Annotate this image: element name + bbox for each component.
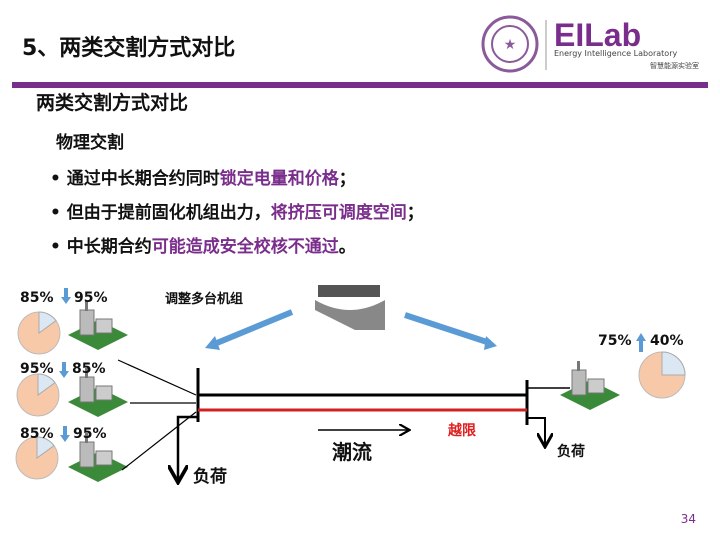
svg-text:★: ★: [504, 37, 517, 53]
down-arrow-icon: [64, 288, 68, 298]
slide-title: 5、两类交割方式对比: [22, 36, 236, 61]
logo-subtitle-en: Energy Intelligence Laboratory: [554, 49, 678, 58]
unit1-new-pct: 95%: [74, 290, 108, 306]
load-arrow-right: [527, 417, 545, 445]
right-unit-old-pct: 75%: [598, 333, 632, 349]
bullet-item: • 通过中长期合约同时锁定电量和价格；: [50, 169, 356, 189]
unit1-old-pct: 85%: [20, 290, 54, 306]
flow-label: 潮流: [332, 440, 372, 464]
unit-spare-slice: [36, 436, 55, 459]
adjust-units-label: 调整多台机组: [165, 292, 244, 307]
over-limit-label: 越限: [448, 423, 476, 439]
load-label-left: 负荷: [193, 467, 227, 487]
logo: ★ EILab Energy Intelligence Laboratory 智…: [478, 14, 708, 74]
logo-subtitle-cn: 智慧能源实验室: [650, 62, 699, 70]
unit-spare-slice: [661, 351, 686, 376]
power-plant-icon: [67, 300, 129, 351]
unit2-old-pct: 95%: [20, 361, 54, 377]
unit3-old-pct: 85%: [20, 426, 54, 442]
unit3-new-pct: 95%: [73, 426, 107, 442]
subtitle: 两类交割方式对比: [36, 92, 189, 114]
title-divider: [12, 82, 708, 88]
bullet-item: • 但由于提前固化机组出力，将挤压可调度空间；: [50, 203, 424, 223]
control-room-icon: [315, 285, 385, 330]
power-plant-icon: [559, 360, 621, 411]
down-arrow-icon: [63, 426, 67, 436]
load-arrow-left: [178, 415, 198, 480]
unit2-new-pct: 85%: [72, 361, 106, 377]
dispatch-arrow-right: [404, 312, 491, 346]
section-heading: 物理交割: [56, 133, 124, 153]
bullet-item: • 中长期合约可能造成安全校核不通过。: [50, 237, 356, 257]
dispatch-arrow-left: [210, 309, 294, 348]
right-unit-new-pct: 40%: [650, 333, 684, 349]
up-arrow-icon: [639, 340, 643, 352]
down-arrow-icon: [62, 362, 66, 372]
page-number: 34: [680, 512, 696, 526]
svg-text:EILab: EILab: [554, 17, 641, 53]
unit-spare-slice: [38, 311, 57, 334]
load-label-right: 负荷: [557, 444, 585, 460]
unit-spare-slice: [37, 373, 56, 396]
